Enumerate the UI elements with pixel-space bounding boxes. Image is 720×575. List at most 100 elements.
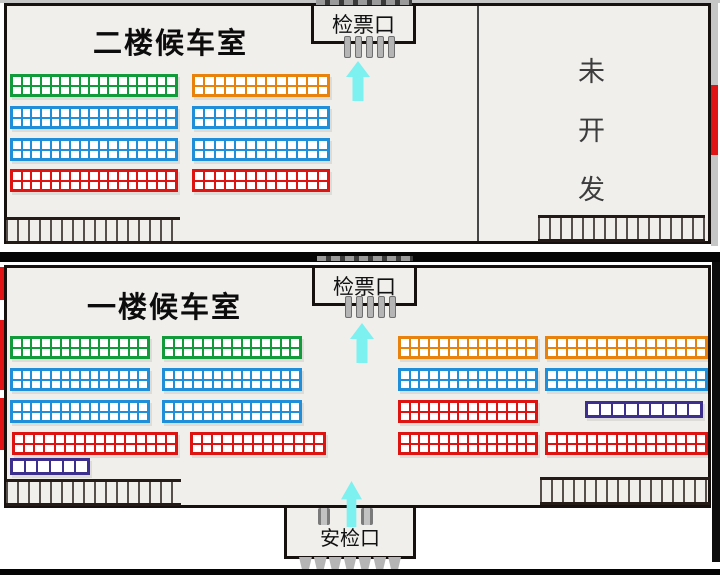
seat-cell bbox=[166, 140, 176, 150]
seat-cell bbox=[69, 171, 80, 181]
security-gate-bumps bbox=[299, 557, 402, 569]
seat-cell bbox=[137, 171, 148, 181]
seat-cell bbox=[497, 338, 507, 348]
seat-cell bbox=[137, 140, 148, 150]
seat-cell bbox=[307, 108, 318, 118]
seat-cell bbox=[50, 402, 61, 412]
seat-cell bbox=[255, 171, 267, 181]
seat-cell bbox=[255, 149, 267, 159]
seat-cell bbox=[487, 402, 498, 412]
seat-cell bbox=[409, 370, 420, 380]
seat-cell bbox=[400, 347, 410, 357]
seat-cell bbox=[290, 411, 300, 421]
seat-cell bbox=[616, 443, 627, 453]
seat-cell bbox=[60, 108, 70, 118]
seat-cell bbox=[128, 370, 139, 380]
seat-cell bbox=[60, 85, 70, 95]
seat-cell bbox=[696, 379, 706, 389]
seat-cell bbox=[606, 347, 617, 357]
seat-cell bbox=[297, 76, 308, 86]
seat-cell bbox=[118, 140, 128, 150]
seat-cell bbox=[109, 370, 119, 380]
seat-cell bbox=[235, 85, 246, 95]
seat-cell bbox=[666, 347, 677, 357]
seat-cell bbox=[60, 171, 70, 181]
seat-cell bbox=[173, 347, 184, 357]
seat-block-orange bbox=[192, 74, 330, 97]
seat-cell bbox=[21, 108, 32, 118]
seat-cell bbox=[252, 443, 264, 453]
seat-cell bbox=[245, 117, 256, 127]
seat-cell bbox=[419, 338, 430, 348]
seat-cell bbox=[261, 411, 271, 421]
seat-cell bbox=[400, 443, 410, 453]
seat-cell bbox=[526, 347, 536, 357]
seat-cell bbox=[31, 402, 42, 412]
seat-cell bbox=[147, 149, 157, 159]
seat-cell bbox=[656, 443, 667, 453]
seat-cell bbox=[194, 140, 205, 150]
seat-cell bbox=[21, 379, 32, 389]
seat-cell bbox=[137, 149, 148, 159]
seat-cell bbox=[60, 117, 70, 127]
seat-cell bbox=[166, 76, 176, 86]
seat-cell bbox=[636, 379, 647, 389]
seat-cell bbox=[165, 434, 176, 444]
seat-cell bbox=[89, 370, 100, 380]
seat-cell bbox=[458, 402, 468, 412]
seat-cell bbox=[606, 443, 617, 453]
seat-cell bbox=[313, 443, 324, 453]
seat-cell bbox=[448, 443, 459, 453]
seat-cell bbox=[156, 180, 167, 190]
seat-cell bbox=[69, 117, 80, 127]
seat-cell bbox=[566, 443, 577, 453]
seat-cell bbox=[108, 85, 119, 95]
seat-block-blue bbox=[162, 368, 302, 391]
seat-cell bbox=[212, 379, 223, 389]
seat-cell bbox=[95, 443, 106, 453]
seat-cell bbox=[41, 411, 51, 421]
seat-cell bbox=[34, 443, 45, 453]
seat-cell bbox=[31, 411, 42, 421]
seat-cell bbox=[286, 140, 298, 150]
floor2-title: 二楼候车室 bbox=[93, 28, 249, 60]
seat-cell bbox=[147, 140, 157, 150]
seat-cell bbox=[235, 108, 246, 118]
seat-cell bbox=[212, 370, 223, 380]
seat-cell bbox=[429, 338, 439, 348]
seat-cell bbox=[98, 140, 109, 150]
seat-cell bbox=[556, 347, 567, 357]
seat-cell bbox=[232, 402, 242, 412]
seat-cell bbox=[261, 379, 271, 389]
floor2-ticket-gate: 检票口 bbox=[311, 3, 416, 44]
seat-cell bbox=[235, 76, 246, 86]
seat-cell bbox=[232, 338, 242, 348]
seat-cell bbox=[526, 379, 536, 389]
seat-cell bbox=[79, 180, 90, 190]
seat-cell bbox=[497, 443, 507, 453]
seat-cell bbox=[212, 411, 223, 421]
seat-cell bbox=[688, 403, 701, 416]
seat-cell bbox=[192, 434, 203, 444]
seat-cell bbox=[137, 108, 148, 118]
floor1-title: 一楼候车室 bbox=[87, 292, 243, 324]
seat-cell bbox=[12, 149, 22, 159]
seat-cell bbox=[50, 117, 61, 127]
seat-block-blue bbox=[545, 368, 708, 391]
turnstile-bar bbox=[367, 296, 374, 318]
seat-cell bbox=[251, 370, 262, 380]
seat-cell bbox=[616, 338, 627, 348]
seat-cell bbox=[438, 338, 449, 348]
seat-cell bbox=[477, 443, 488, 453]
seat-cell bbox=[89, 117, 99, 127]
seat-cell bbox=[317, 140, 328, 150]
seat-cell bbox=[409, 338, 420, 348]
seat-cell bbox=[224, 117, 236, 127]
seat-cell bbox=[99, 411, 110, 421]
seat-cell bbox=[137, 180, 148, 190]
seat-cell bbox=[286, 117, 298, 127]
seat-cell bbox=[497, 402, 507, 412]
floor2-divider-wall bbox=[477, 6, 479, 241]
seat-cell bbox=[252, 434, 264, 444]
seat-cell bbox=[138, 379, 148, 389]
